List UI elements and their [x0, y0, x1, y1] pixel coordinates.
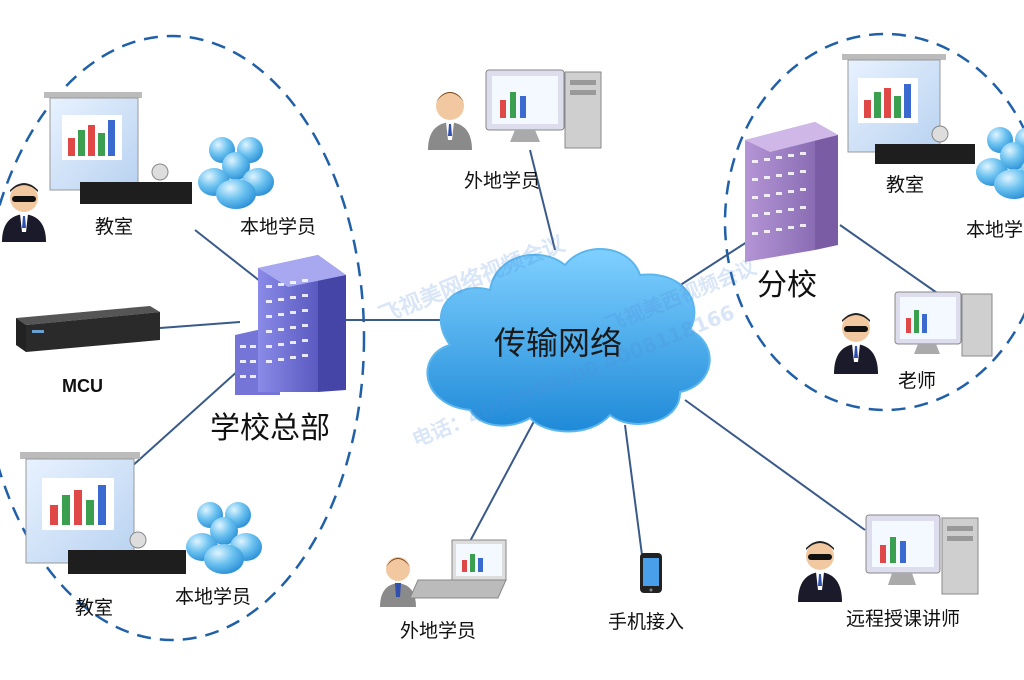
remote-student-label: 外地学员 [400, 620, 477, 642]
teacher-person-icon [834, 313, 878, 374]
projector-screen-icon [44, 92, 192, 204]
classroom-label: 教室 [95, 216, 134, 238]
cloud-network-icon [426, 248, 711, 433]
local-students-label: 本地学员 [240, 216, 317, 238]
classroom-label: 教室 [75, 597, 114, 619]
network-label: 传输网络 [494, 324, 623, 362]
remote-student-label: 外地学员 [464, 170, 541, 192]
branch-local-students-label: 本地学 [966, 219, 1024, 241]
person-computer-icon [428, 69, 602, 150]
people-group-icon [198, 137, 274, 209]
branch-classroom-label: 教室 [886, 174, 925, 196]
person-computer-icon [865, 514, 979, 595]
teacher-person-icon [2, 183, 46, 242]
mobile-access-label: 手机接入 [608, 611, 685, 633]
branch-building-icon [745, 122, 838, 262]
person-computer-icon [894, 291, 993, 357]
branch-teacher-label: 老师 [898, 370, 937, 392]
mcu-label: MCU [62, 376, 103, 396]
local-students-label: 本地学员 [175, 586, 252, 608]
projector-screen-icon [842, 54, 975, 164]
people-group-icon [186, 502, 262, 574]
hq-label: 学校总部 [210, 411, 330, 446]
mobile-phone-icon [640, 553, 662, 593]
people-group-icon [976, 127, 1024, 199]
hq-zone-boundary [0, 34, 366, 642]
hq-building-icon [235, 255, 346, 395]
projector-screen-icon [20, 452, 186, 574]
person-computer-icon [380, 539, 507, 607]
teacher-person-icon [798, 541, 842, 602]
remote-teacher-label: 远程授课讲师 [846, 608, 961, 630]
branch-label: 分校 [757, 268, 817, 303]
mcu-device-icon [16, 306, 160, 352]
